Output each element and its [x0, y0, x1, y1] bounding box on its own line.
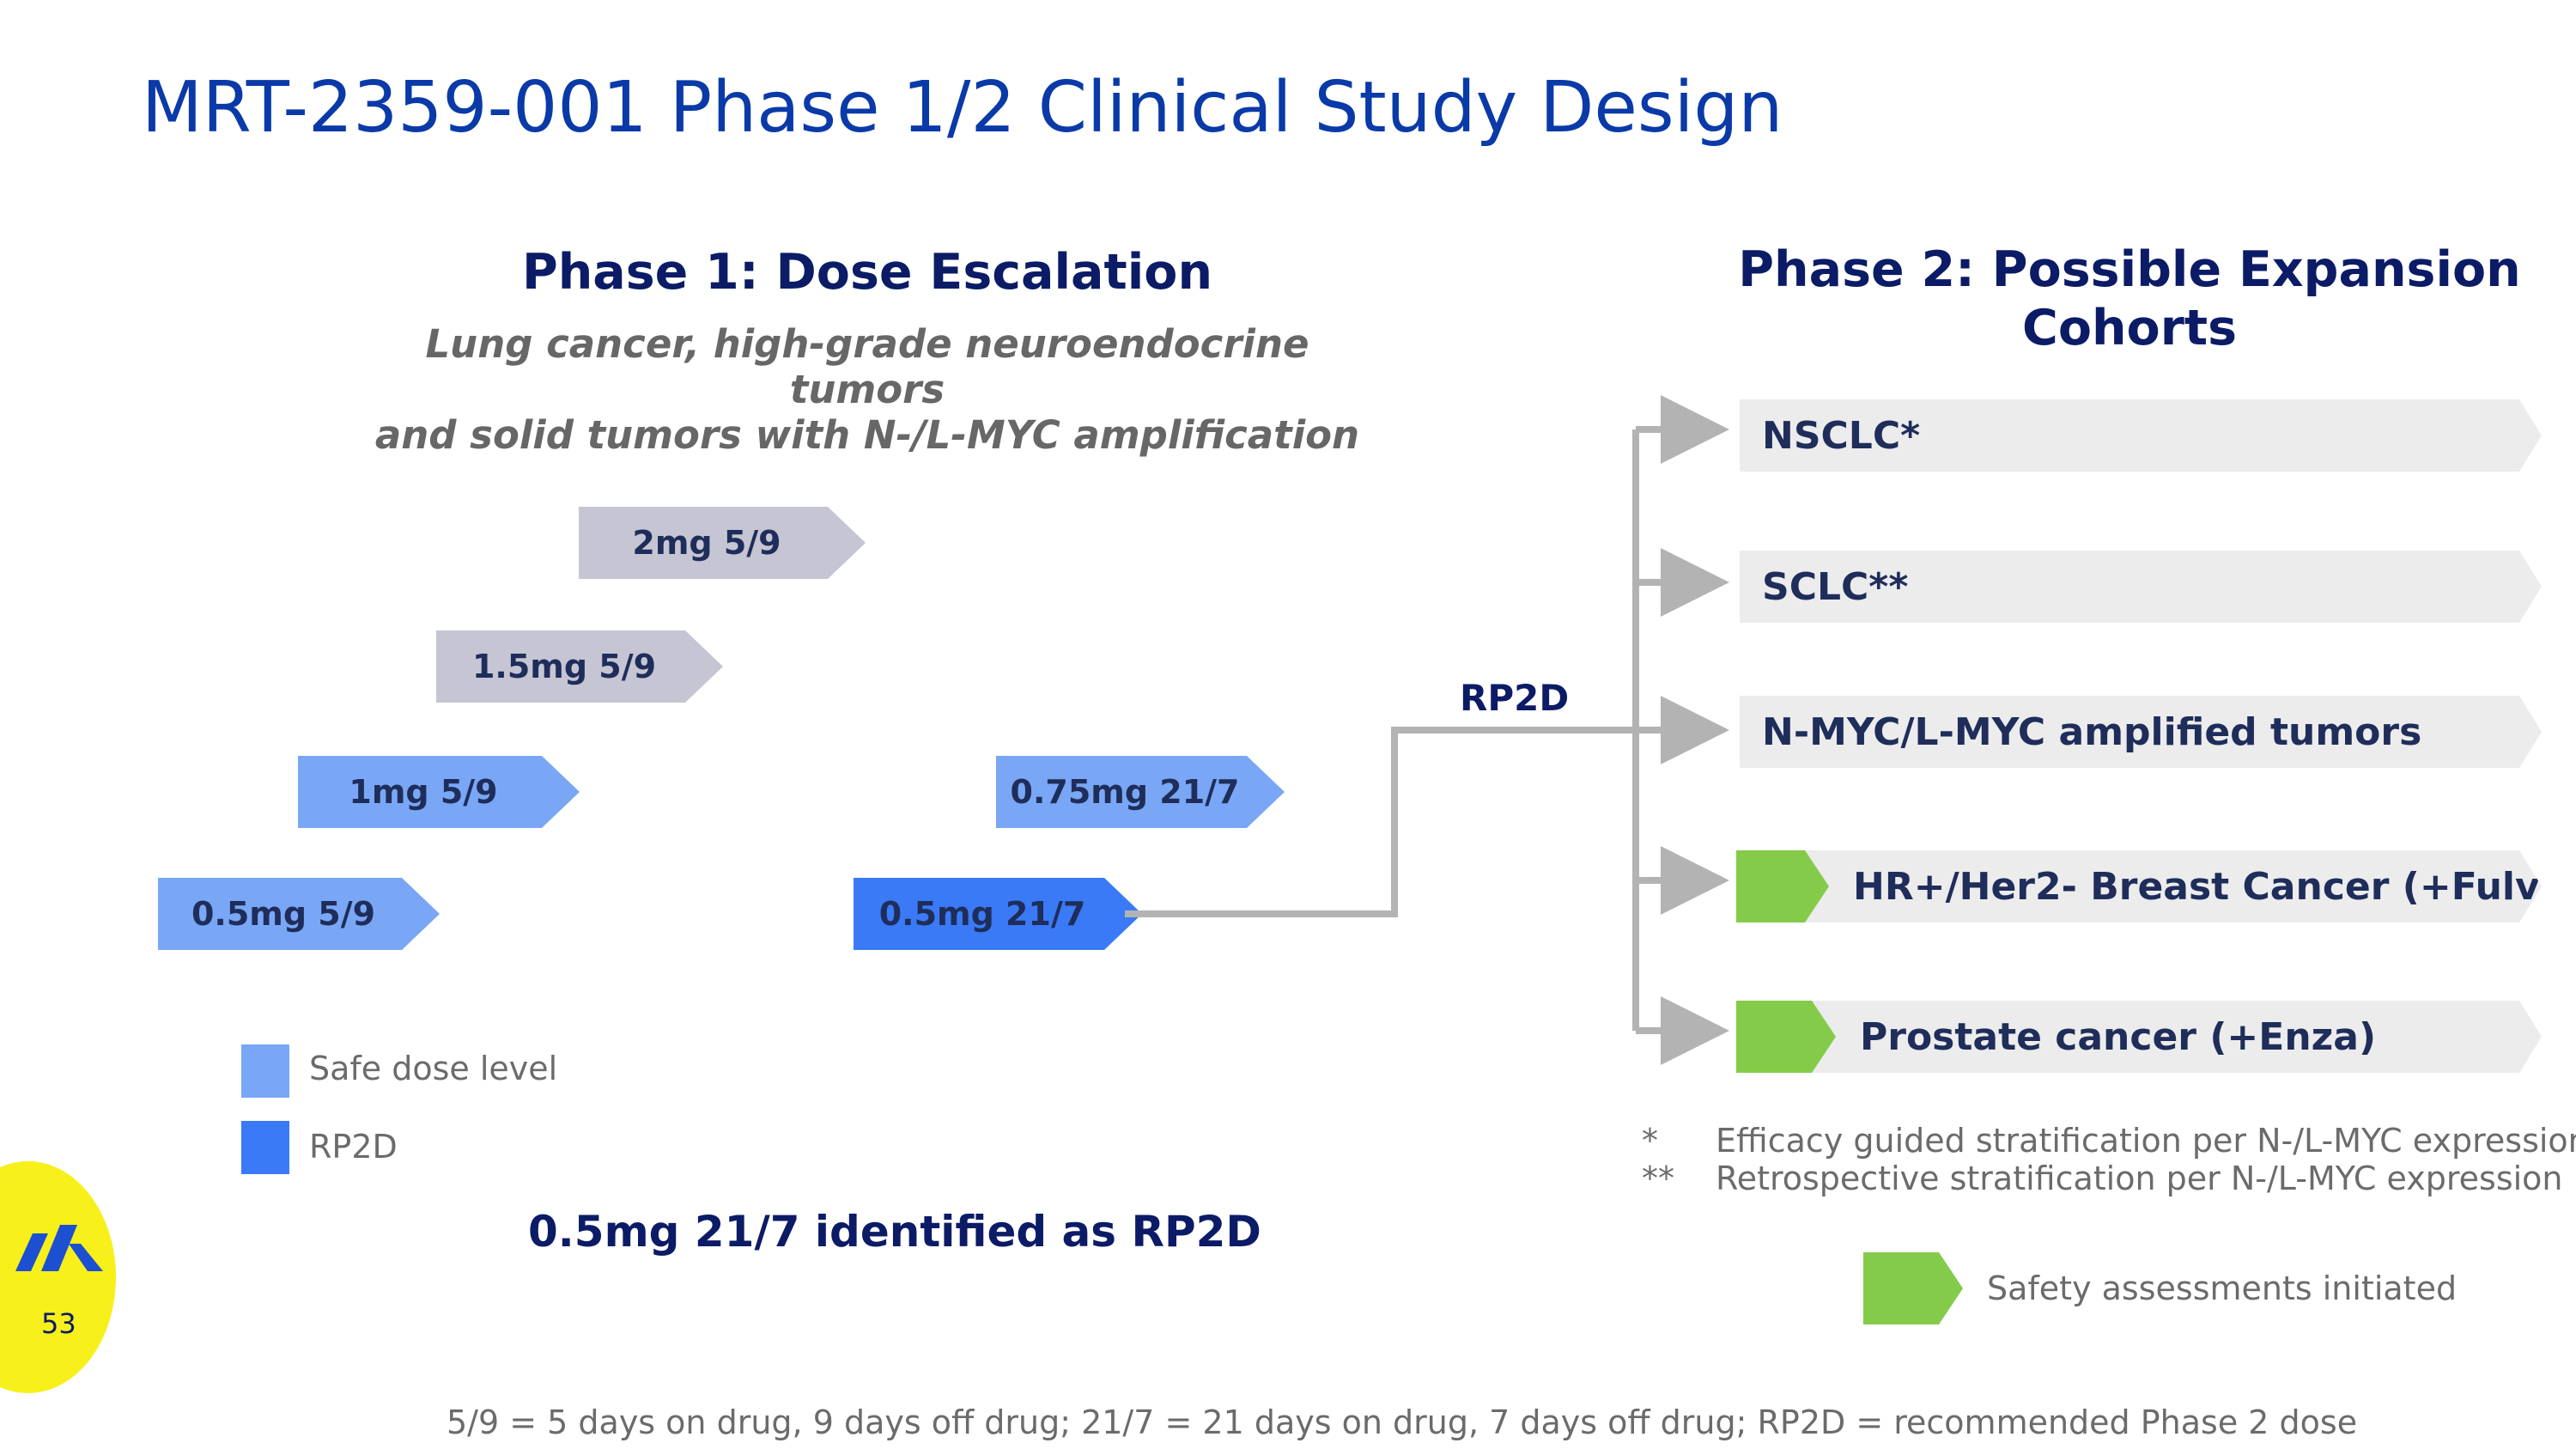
page-title: MRT-2359-001 Phase 1/2 Clinical Study De… [142, 67, 1783, 149]
cohort-label: HR+/Her2- Breast Cancer (+Fulv) [1853, 864, 2557, 909]
cohort-label: SCLC** [1762, 564, 1909, 609]
company-logo-icon [15, 1225, 103, 1271]
cohort-label: NSCLC* [1762, 413, 1921, 458]
dose-chevron-0-75mg-21-7: 0.75mg 21/7 [996, 756, 1285, 828]
cohort-myc-amplified: N-MYC/L-MYC amplified tumors [1740, 696, 2542, 768]
dose-chevron-0-5mg-5-9: 0.5mg 5/9 [158, 878, 440, 950]
legend-swatch-safety [1863, 1252, 1963, 1324]
dose-chevron-2mg-5-9: 2mg 5/9 [579, 507, 866, 579]
phase2-heading-line2: Cohorts [2021, 300, 2237, 356]
rp2d-label: RP2D [1460, 677, 1570, 719]
dose-chevron-1mg-5-9: 1mg 5/9 [298, 756, 580, 828]
phase1-heading: Phase 1: Dose Escalation [521, 244, 1213, 301]
legend-swatch-safe [241, 1044, 289, 1098]
phase2-heading: Phase 2: Possible Expansion Cohorts [1735, 240, 2524, 357]
legend-swatch-rp2d [241, 1121, 289, 1174]
phase1-subtitle-line1: Lung cancer, high-grade neuroendocrine t… [425, 321, 1309, 412]
cohort-nsclc: NSCLC* [1740, 399, 2542, 472]
dose-chevron-0-5mg-21-7: 0.5mg 21/7 [854, 878, 1142, 950]
footnote-text-1: Efficacy guided stratification per N-/L-… [1716, 1122, 2576, 1160]
cohort-label: N-MYC/L-MYC amplified tumors [1762, 709, 2422, 754]
page-number: 53 [41, 1307, 76, 1340]
legend-label-rp2d: RP2D [309, 1128, 398, 1166]
phase2-heading-line1: Phase 2: Possible Expansion [1738, 241, 2521, 298]
safety-initiated-marker [1736, 1001, 1836, 1073]
footnote-mark-1: * [1642, 1122, 1658, 1160]
dose-chevron-1-5mg-5-9: 1.5mg 5/9 [436, 630, 723, 703]
rp2d-conclusion: 0.5mg 21/7 identified as RP2D [528, 1207, 1261, 1257]
footnote-mark-2: ** [1642, 1160, 1674, 1197]
cohort-label: Prostate cancer (+Enza) [1860, 1014, 2377, 1059]
legend-label-safe: Safe dose level [309, 1050, 558, 1087]
cohort-sclc: SCLC** [1740, 551, 2542, 623]
phase1-subtitle-line2: and solid tumors with N-/L-MYC amplifica… [374, 412, 1360, 458]
cohort-breast-cancer: HR+/Her2- Breast Cancer (+Fulv) [1740, 850, 2542, 922]
rp2d-connector [1125, 727, 1636, 917]
legend-label-safety: Safety assessments initiated [1987, 1269, 2458, 1307]
phase1-subtitle: Lung cancer, high-grade neuroendocrine t… [352, 321, 1382, 458]
footer-definitions: 5/9 = 5 days on drug, 9 days off drug; 2… [447, 1403, 2358, 1441]
footnote-text-2: Retrospective stratification per N-/L-MY… [1716, 1160, 2563, 1197]
cohort-prostate-cancer: Prostate cancer (+Enza) [1740, 1001, 2542, 1073]
